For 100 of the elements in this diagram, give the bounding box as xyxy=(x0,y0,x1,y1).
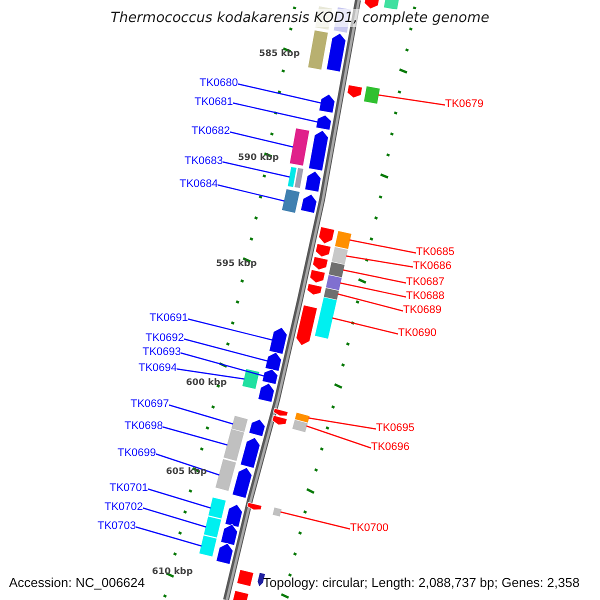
gene-label: TK0693 xyxy=(142,344,181,360)
scale-label: 600 kbp xyxy=(186,377,227,389)
pointed-gene-block xyxy=(296,304,318,346)
pointed-gene-block xyxy=(268,326,288,355)
pointed-gene-block xyxy=(326,32,346,72)
gene-block xyxy=(232,590,250,600)
gene-block xyxy=(230,415,248,433)
gene-label: TK0695 xyxy=(376,420,415,436)
gene-label: TK0679 xyxy=(445,96,484,112)
gene-block xyxy=(334,230,352,250)
gene-label: TK0687 xyxy=(406,274,445,290)
gene-block xyxy=(287,166,298,188)
gene-label: TK0701 xyxy=(109,480,148,496)
leader-line xyxy=(184,338,268,362)
gene-block xyxy=(214,458,237,492)
gene-label: TK0699 xyxy=(117,445,156,461)
leader-line xyxy=(308,417,376,430)
leader-line xyxy=(338,293,404,312)
pointed-gene-block xyxy=(300,194,318,214)
gene-block xyxy=(236,569,254,587)
info-text: Topology: circular; Length: 2,088,737 bp; Genes: 2,358 xyxy=(263,574,580,592)
leader-line xyxy=(218,184,284,202)
gene-label: TK0685 xyxy=(416,244,455,260)
gene-label: TK0697 xyxy=(130,396,169,412)
gene-label: TK0698 xyxy=(124,418,163,434)
gene-label: TK0692 xyxy=(145,330,184,346)
pointed-gene-block xyxy=(346,84,363,98)
leader-line xyxy=(188,318,272,341)
gene-label: TK0694 xyxy=(138,360,177,376)
gene-block xyxy=(323,287,340,301)
gene-label: TK0680 xyxy=(199,75,238,91)
leader-line xyxy=(142,507,206,528)
gene-block xyxy=(363,86,381,104)
leader-line xyxy=(230,131,294,148)
gene-label: TK0682 xyxy=(191,123,230,139)
gene-label: TK0686 xyxy=(413,258,452,274)
pointed-gene-block xyxy=(315,243,332,258)
gene-label: TK0681 xyxy=(194,94,233,110)
gene-block xyxy=(272,506,282,518)
leader-line xyxy=(238,83,322,104)
gene-label: TK0702 xyxy=(104,499,143,515)
leader-line xyxy=(340,282,406,298)
pointed-gene-block xyxy=(232,467,252,499)
leader-line xyxy=(176,368,244,380)
pointed-gene-block xyxy=(264,352,282,372)
leader-line xyxy=(156,453,220,476)
gene-block xyxy=(242,368,260,390)
gene-label: TK0696 xyxy=(371,439,410,455)
pointed-gene-block xyxy=(304,170,322,192)
pointed-gene-block xyxy=(272,414,288,426)
gene-block xyxy=(307,30,329,70)
pointed-gene-block xyxy=(258,382,275,403)
leader-line xyxy=(346,255,414,268)
scale-label: 585 kbp xyxy=(259,48,300,60)
gene-block xyxy=(281,188,300,214)
leader-line xyxy=(232,102,318,123)
gene-label: TK0700 xyxy=(350,520,389,536)
pointed-gene-block xyxy=(318,94,336,114)
pointed-gene-block xyxy=(220,524,238,546)
gene-label: TK0683 xyxy=(184,153,223,169)
info-text: Accession: NC_006624 xyxy=(9,574,145,592)
gene-block xyxy=(330,246,349,266)
gene-block xyxy=(328,261,346,279)
gene-block xyxy=(325,274,342,292)
pointed-gene-block xyxy=(224,504,243,528)
pointed-gene-block xyxy=(248,418,266,437)
pointed-gene-block xyxy=(246,502,262,510)
gene-block xyxy=(198,534,218,558)
leader-line xyxy=(148,488,211,509)
leader-line xyxy=(350,239,416,254)
pointed-gene-block xyxy=(312,256,328,270)
gene-label: TK0689 xyxy=(403,302,442,318)
leader-line xyxy=(378,94,446,106)
leader-line xyxy=(180,352,264,377)
pointed-gene-block xyxy=(216,542,234,565)
pointed-gene-block xyxy=(318,226,335,244)
pointed-gene-block xyxy=(262,368,278,385)
scale-label: 590 kbp xyxy=(238,152,279,164)
leader-line xyxy=(168,404,234,425)
title: Thermococcus kodakarensis KOD1, complete genome xyxy=(110,9,490,27)
scale-label: 610 kbp xyxy=(152,566,193,578)
scale-label: 605 kbp xyxy=(166,466,207,478)
pointed-gene-block xyxy=(306,283,322,296)
leader-line xyxy=(280,511,350,530)
gene-block xyxy=(294,167,304,189)
pointed-gene-block xyxy=(309,269,326,284)
pointed-gene-block xyxy=(273,408,288,416)
leader-line xyxy=(222,161,290,178)
gene-block xyxy=(292,418,308,434)
gene-block xyxy=(289,128,310,166)
gene-label: TK0690 xyxy=(398,325,437,341)
gene-label: TK0691 xyxy=(149,310,188,326)
gene-label: TK0688 xyxy=(406,288,445,304)
gene-block xyxy=(208,496,226,520)
gene-label: TK0684 xyxy=(179,176,218,192)
leader-line xyxy=(136,526,202,547)
gene-block xyxy=(203,516,222,538)
leader-line xyxy=(306,425,372,449)
leader-line xyxy=(342,269,406,284)
gene-label: TK0703 xyxy=(97,518,136,534)
